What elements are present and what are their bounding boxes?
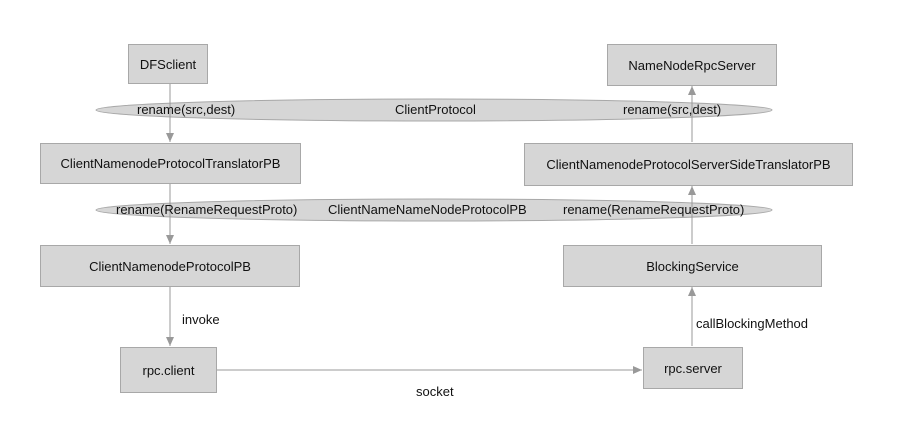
client-protocol-left-call: rename(src,dest) xyxy=(137,102,236,117)
invoke-label: invoke xyxy=(182,312,220,327)
client-protocol-pb-box: ClientNamenodeProtocolPB xyxy=(40,245,300,287)
blocking-service-box: BlockingService xyxy=(563,245,822,287)
call-blocking-method-label: callBlockingMethod xyxy=(696,316,809,331)
pb-protocol-right-call: rename(RenameRequestProto) xyxy=(563,202,745,217)
client-translator-pb-box: ClientNamenodeProtocolTranslatorPB xyxy=(40,143,301,184)
pb-protocol-left-call: rename(RenameRequestProto) xyxy=(116,202,298,217)
pb-protocol-ellipse xyxy=(95,198,773,222)
namenode-rpc-server-box: NameNodeRpcServer xyxy=(607,44,777,86)
client-protocol-name: ClientProtocol xyxy=(395,102,476,117)
rpc-client-box: rpc.client xyxy=(120,347,217,393)
client-protocol-right-call: rename(src,dest) xyxy=(623,102,722,117)
dfsclient-box: DFSclient xyxy=(128,44,208,84)
socket-label: socket xyxy=(416,384,454,399)
pb-protocol-name: ClientNameNameNodeProtocolPB xyxy=(328,202,527,217)
client-protocol-ellipse xyxy=(95,98,773,122)
server-translator-pb-box: ClientNamenodeProtocolServerSideTranslat… xyxy=(524,143,853,186)
rpc-server-box: rpc.server xyxy=(643,347,743,389)
